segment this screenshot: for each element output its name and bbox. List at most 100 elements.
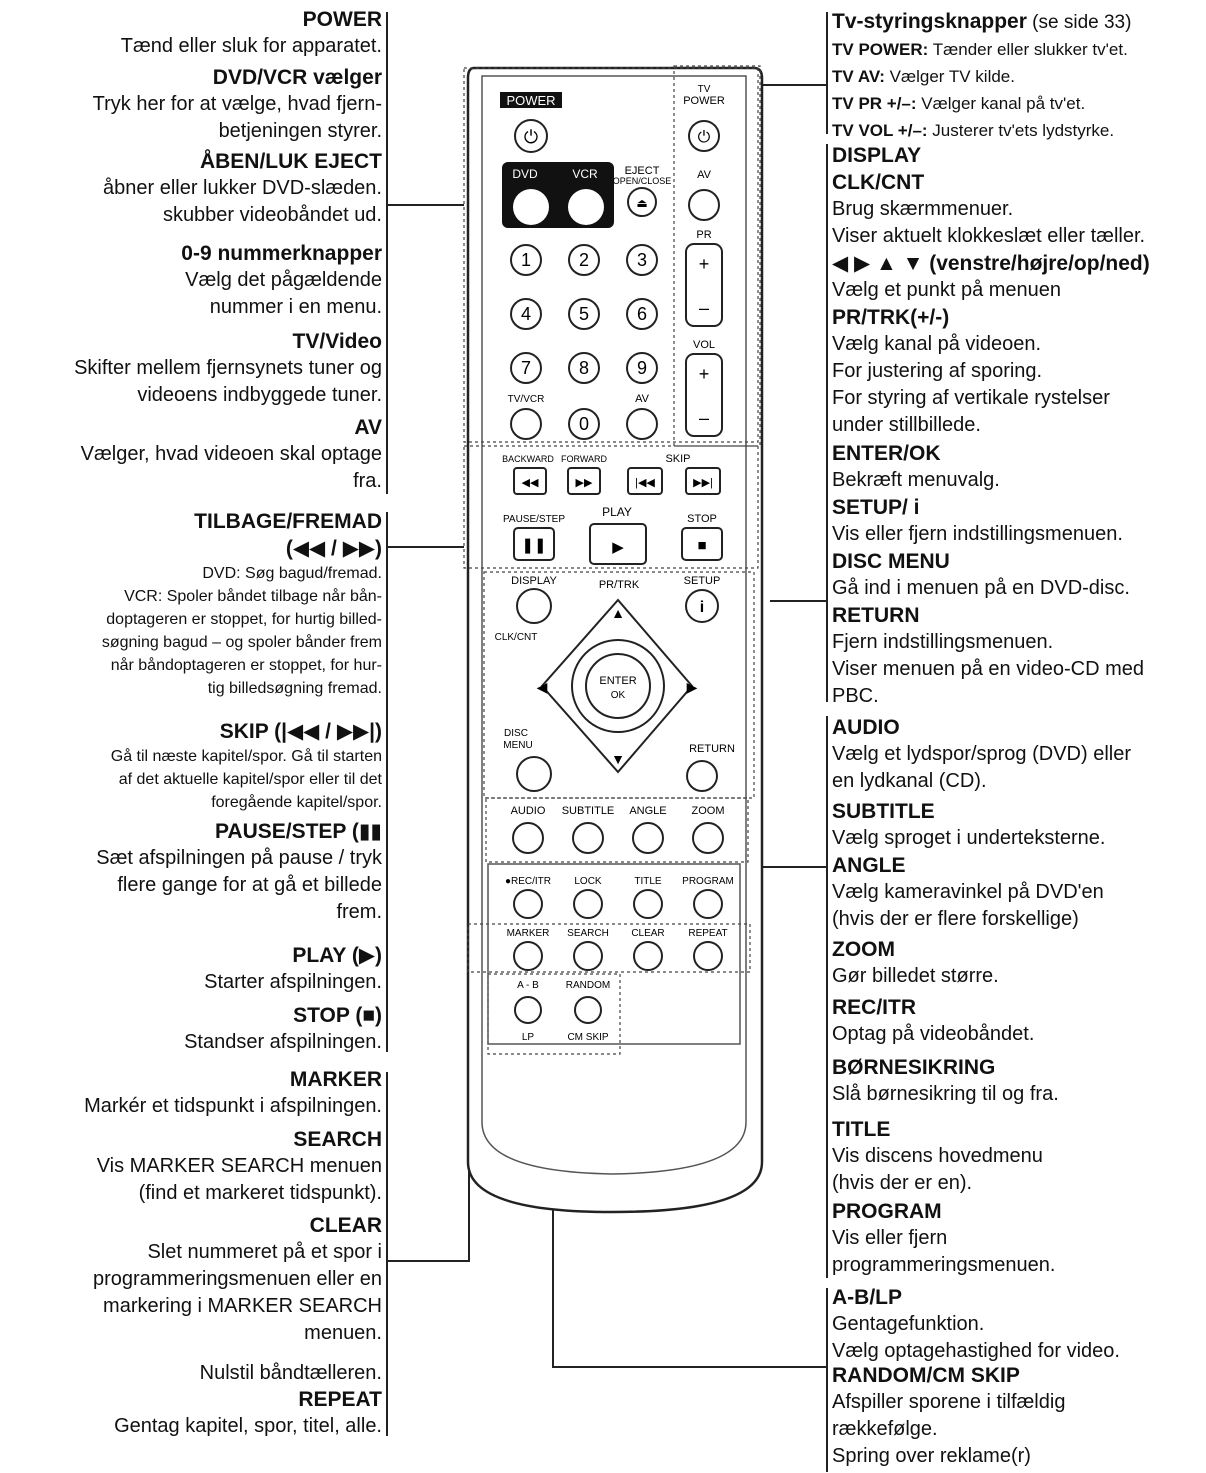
svg-text:MENU: MENU <box>503 740 532 751</box>
svg-text:|◀◀: |◀◀ <box>635 477 655 489</box>
svg-text:⏻: ⏻ <box>698 129 711 146</box>
svg-text:OPEN/CLOSE: OPEN/CLOSE <box>613 176 672 186</box>
text-line: Skifter mellem fjernsynets tuner og <box>74 357 382 379</box>
svg-text:PR: PR <box>696 229 711 241</box>
heading-pause: PAUSE/STEP (▮▮ <box>214 820 382 843</box>
svg-text:▶: ▶ <box>612 539 624 556</box>
svg-text:RETURN: RETURN <box>689 743 735 755</box>
svg-text:PR/TRK: PR/TRK <box>599 579 640 591</box>
heading-program: PROGRAM <box>832 1200 942 1223</box>
heading-dvdvcr: DVD/VCR vælger <box>212 66 382 89</box>
left-block-stop: STOP (■) Standser afspilningen. <box>0 1002 382 1056</box>
digit-label: 2 <box>579 250 589 270</box>
text-line: Vælg et punkt på menuen <box>832 279 1062 301</box>
text-line: menuen. <box>304 1322 382 1344</box>
svg-text:AUDIO: AUDIO <box>511 805 546 817</box>
digit-button <box>626 244 658 276</box>
heading-search: SEARCH <box>293 1128 382 1151</box>
svg-text:TV: TV <box>698 84 711 95</box>
svg-text:CLEAR: CLEAR <box>631 928 664 939</box>
text-line: programmeringsmenuen. <box>832 1254 1056 1276</box>
text-line: For justering af sporing. <box>832 360 1043 382</box>
right-block-recitr: REC/ITR Optag på videobåndet. <box>832 994 1206 1048</box>
text-line: Vælg kameravinkel på DVD'en <box>832 881 1104 903</box>
svg-text:DISPLAY: DISPLAY <box>511 575 557 587</box>
svg-text:▶▶|: ▶▶| <box>693 477 713 489</box>
svg-text:▶: ▶ <box>687 679 698 695</box>
text-line: (find et markeret tidspunkt). <box>138 1182 382 1204</box>
svg-text:SKIP: SKIP <box>665 453 690 465</box>
heading-tilbage: TILBAGE/FREMAD <box>194 510 382 533</box>
heading-audio: AUDIO <box>832 716 900 739</box>
svg-text:DVD: DVD <box>512 167 538 181</box>
heading-repeat: REPEAT <box>298 1388 382 1411</box>
heading-ablp: A-B/LP <box>832 1286 902 1309</box>
svg-text:▼: ▼ <box>611 751 625 767</box>
svg-text:i: i <box>700 599 704 616</box>
digit-button <box>510 244 542 276</box>
svg-text:FORWARD: FORWARD <box>561 454 607 464</box>
tv-row: TV POWER: Tænder eller slukker tv'et. <box>832 40 1128 59</box>
heading-av: AV <box>354 416 382 439</box>
text-line: Vælg kanal på videoen. <box>832 333 1042 355</box>
text-line: Nulstil båndtælleren. <box>199 1362 382 1384</box>
digit-button <box>626 352 658 384</box>
svg-text:SEARCH: SEARCH <box>567 928 609 939</box>
left-block-skip: SKIP (|◀◀ / ▶▶|)Gå til næste kapitel/spo… <box>0 718 382 814</box>
svg-text:RANDOM: RANDOM <box>566 980 610 991</box>
text-line: Fjern indstillingsmenuen. <box>832 631 1054 653</box>
heading-angle: ANGLE <box>832 854 906 877</box>
svg-text:OK: OK <box>611 690 626 701</box>
svg-text:–: – <box>699 298 709 318</box>
svg-text:VCR: VCR <box>572 167 598 181</box>
text-line: Vælg sproget i underteksterne. <box>832 827 1106 849</box>
heading-numbers: 0-9 nummerknapper <box>181 242 382 265</box>
text-line: af det aktuelle kapitel/spor eller til d… <box>118 771 382 788</box>
text-line: fra. <box>353 470 382 492</box>
heading-play: PLAY (▶) <box>292 944 382 967</box>
left-block-pause: PAUSE/STEP (▮▮ Sæt afspilningen på pause … <box>0 818 382 926</box>
text-line: Standser afspilningen. <box>184 1031 382 1053</box>
digit-label: 1 <box>521 250 531 270</box>
svg-text:■: ■ <box>697 537 706 554</box>
svg-text:TITLE: TITLE <box>634 876 662 887</box>
heading-tvvideo: TV/Video <box>292 330 382 353</box>
text-line: Vis MARKER SEARCH menuen <box>96 1155 382 1177</box>
digit-label: 0 <box>579 414 589 434</box>
heading-arrows: ◀ ▶ ▲ ▼ (venstre/højre/op/ned) <box>832 252 1150 275</box>
svg-text:CM SKIP: CM SKIP <box>567 1032 608 1043</box>
text-line: Starter afspilningen. <box>204 971 382 993</box>
tv-row: TV PR +/–: Vælger kanal på tv'et. <box>832 94 1086 113</box>
svg-text:CLK/CNT: CLK/CNT <box>495 632 538 643</box>
digit-button <box>568 352 600 384</box>
svg-text:◀: ◀ <box>537 679 548 695</box>
heading-stop: STOP (■) <box>293 1004 382 1027</box>
svg-text:SUBTITLE: SUBTITLE <box>562 805 615 817</box>
heading-eject: ÅBEN/LUK EJECT <box>199 150 382 173</box>
heading-discmenu: DISC MENU <box>832 550 950 573</box>
svg-text:EJECT: EJECT <box>625 165 660 177</box>
text-line: For styring af vertikale rystelser <box>832 387 1110 409</box>
svg-text:BACKWARD: BACKWARD <box>502 454 554 464</box>
svg-text:TV/VCR: TV/VCR <box>508 394 545 405</box>
text-line: Sæt afspilningen på pause / tryk <box>96 847 382 869</box>
power-label: POWER <box>506 93 555 108</box>
heading-skip: SKIP (|◀◀ / ▶▶|) <box>219 720 382 743</box>
heading-prtrk: PR/TRK(+/-) <box>832 306 950 329</box>
text-line: Afspiller sporene i tilfældig <box>832 1391 1066 1413</box>
right-block-arrows: ◀ ▶ ▲ ▼ (venstre/højre/op/ned) Vælg et pu… <box>832 250 1206 304</box>
remote-control-illustration: POWER ⏻ DVD VCR EJECT OPEN/CLOSE ⏏ TV PO… <box>463 65 764 1214</box>
text-line: markering i MARKER SEARCH <box>103 1295 382 1317</box>
text-line: åbner eller lukker DVD-slæden. <box>102 177 382 199</box>
svg-text:+: + <box>699 254 710 274</box>
text-line: Vis discens hovedmenu <box>832 1145 1043 1167</box>
text-line: VCR: Spoler båndet tilbage når bån- <box>124 588 382 605</box>
text-line: en lydkanal (CD). <box>832 770 987 792</box>
